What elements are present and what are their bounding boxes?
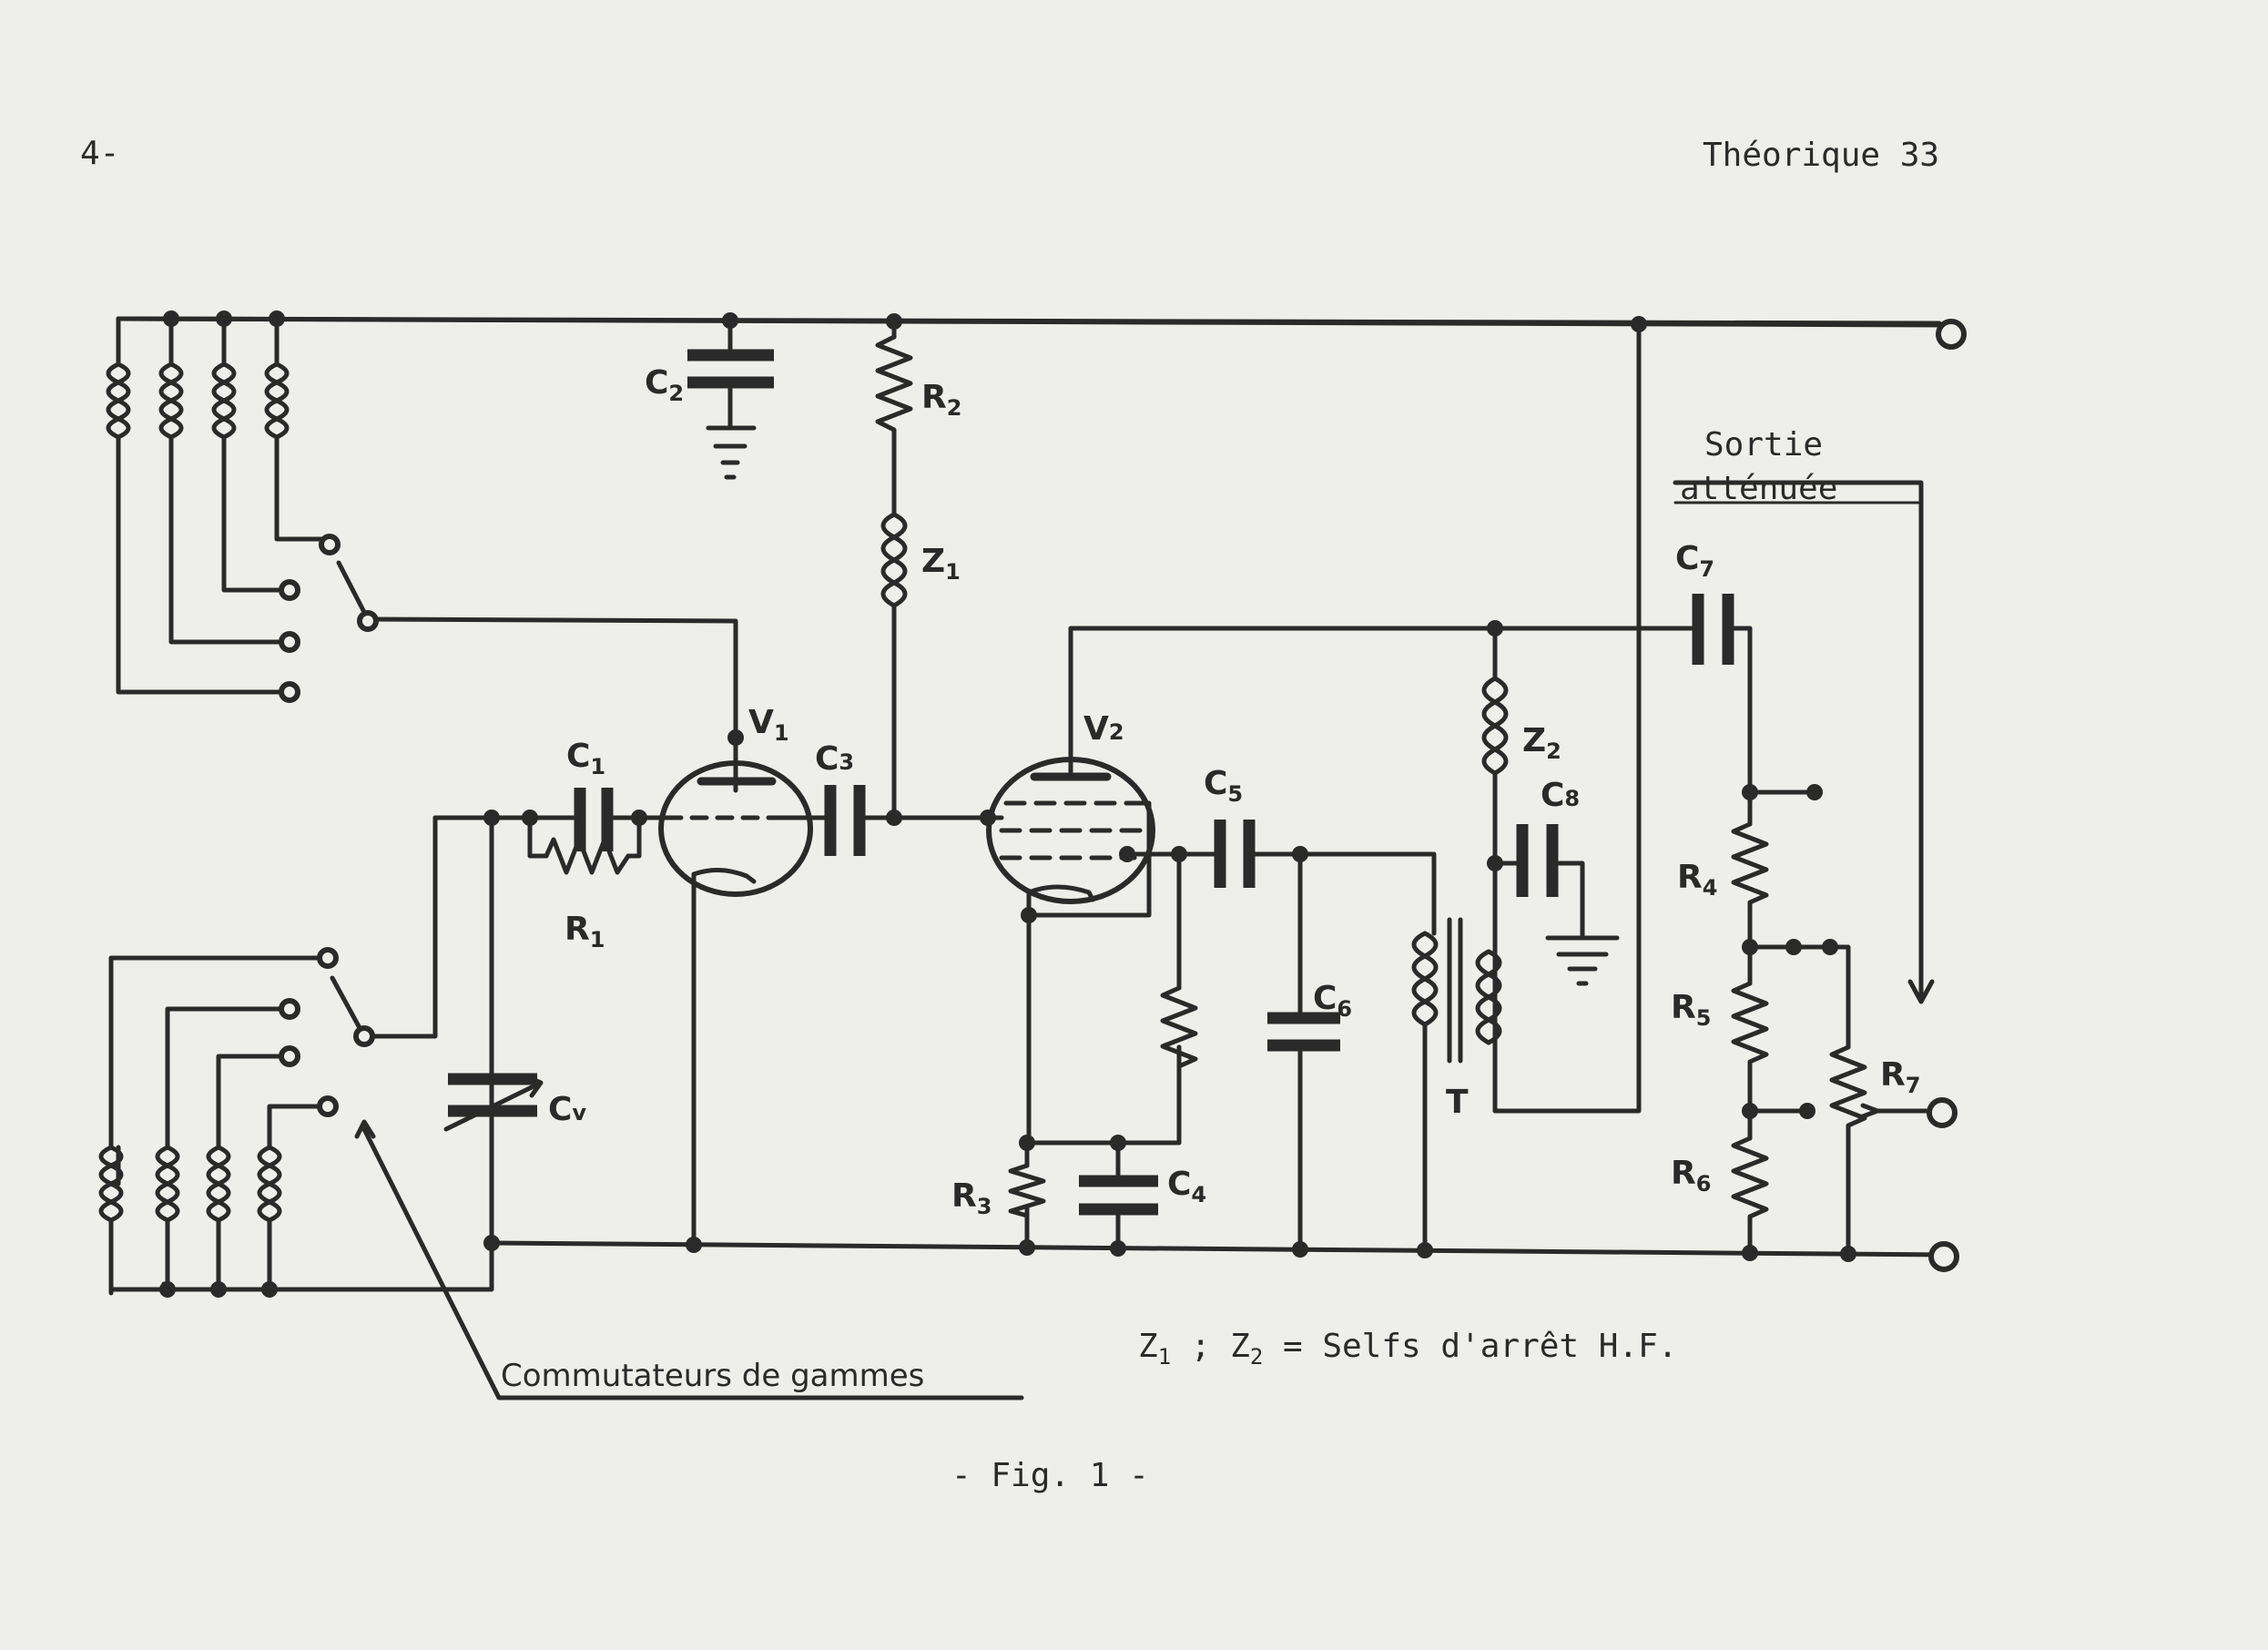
label-z1: Z1 — [921, 543, 961, 585]
output-terminals — [1927, 319, 1967, 1272]
label-r3: R3 — [951, 1177, 992, 1219]
switch-label: Commutateurs de gammes — [501, 1358, 924, 1394]
r7-resistor — [1829, 1044, 1867, 1150]
label-c7: C7 — [1675, 540, 1714, 582]
r3-resistor — [1008, 1163, 1046, 1223]
output-label-line2: atténuée — [1680, 470, 1837, 507]
cv-capacitor — [448, 1073, 537, 1117]
label-c3: C3 — [815, 740, 854, 778]
upper-coil-bank — [106, 316, 290, 463]
coils — [98, 316, 1509, 1241]
label-cv: Cv — [548, 1091, 586, 1128]
junctions — [159, 311, 1856, 1298]
c3-capacitor — [824, 785, 866, 856]
capacitors — [448, 349, 1734, 1216]
c4-capacitor — [1079, 1175, 1158, 1216]
choke-note: Z1 ; Z2 = Selfs d'arrêt H.F. — [1138, 1328, 1677, 1370]
label-c1: C1 — [566, 738, 605, 779]
label-c8: C8 — [1541, 777, 1580, 814]
label-r6: R6 — [1671, 1155, 1711, 1197]
c7-capacitor — [1692, 594, 1734, 665]
c8-capacitor — [1516, 824, 1559, 897]
r5-resistor — [1731, 981, 1769, 1073]
section-title: Théorique 33 — [1703, 137, 1940, 174]
label-c2: C2 — [645, 364, 684, 406]
label-r2: R2 — [921, 379, 961, 421]
switch-contacts — [279, 534, 379, 1117]
v1-tube — [658, 760, 813, 897]
label-c4: C4 — [1167, 1166, 1206, 1207]
label-r7: R7 — [1880, 1056, 1920, 1098]
tubes — [658, 746, 1155, 918]
label-r4: R4 — [1677, 859, 1717, 901]
label-z2: Z2 — [1522, 722, 1561, 764]
page-number: 4- — [80, 135, 120, 172]
label-c5: C5 — [1204, 765, 1243, 807]
r-screen-resistor — [1160, 985, 1198, 1069]
r4-resistor — [1731, 821, 1769, 909]
label-v2: V2 — [1083, 710, 1124, 748]
lower-coil-bank — [98, 1145, 282, 1241]
label-t: T — [1446, 1084, 1469, 1121]
figure-caption: - Fig. 1 - — [951, 1457, 1149, 1494]
transformer-t — [1411, 771, 1502, 1114]
r2-resistor — [875, 334, 913, 438]
component-labels: C2 R2 Z1 V1 C1 C3 R1 V2 C5 C6 Z2 C8 C7 T… — [548, 364, 1920, 1219]
resistors — [544, 334, 1880, 1223]
label-r1: R1 — [564, 911, 605, 952]
r6-resistor — [1731, 1136, 1769, 1223]
c5-capacitor — [1214, 820, 1256, 888]
r1-resistor — [544, 837, 631, 875]
label-v1: V1 — [748, 704, 789, 746]
annotations: Sortie atténuée Commutateurs de gammes Z… — [501, 426, 1837, 1494]
label-c6: C6 — [1313, 980, 1352, 1022]
c6-capacitor — [1267, 1012, 1340, 1052]
label-r5: R5 — [1671, 989, 1711, 1031]
c1-capacitor — [574, 788, 614, 851]
output-label-line1: Sortie — [1704, 426, 1823, 463]
c2-capacitor — [687, 349, 774, 389]
v2-tube — [985, 746, 1155, 918]
